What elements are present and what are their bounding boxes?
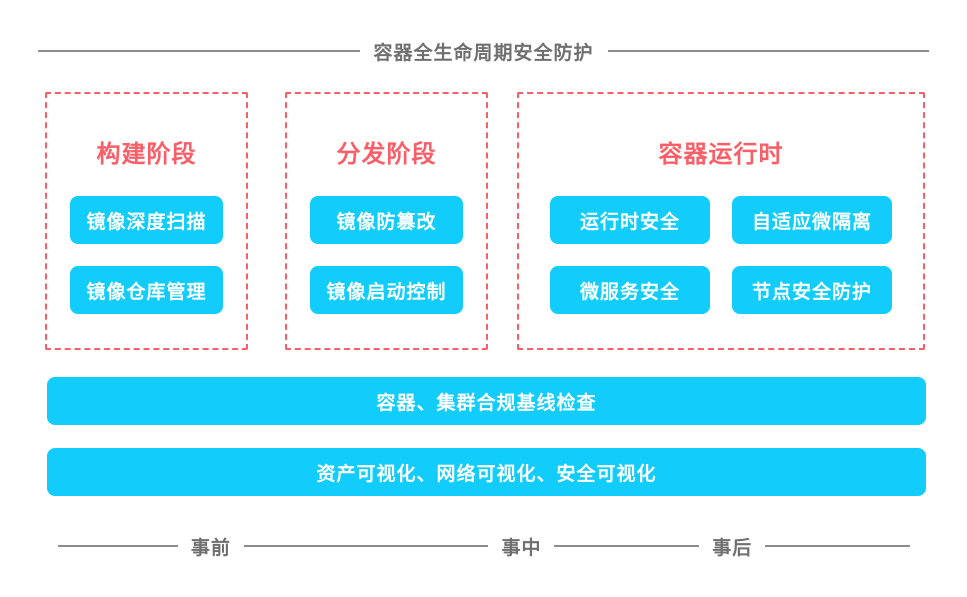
panel-build-items: 镜像深度扫描 镜像仓库管理	[47, 196, 246, 314]
title-rule-right	[607, 50, 930, 52]
timeline-rule-1	[58, 545, 178, 547]
title-rule-left	[38, 50, 360, 52]
feature-pill[interactable]: 镜像深度扫描	[70, 196, 223, 244]
panel-distribution-title: 分发阶段	[336, 141, 437, 168]
timeline-label-during: 事中	[501, 537, 542, 559]
panel-build-phase: 构建阶段 镜像深度扫描 镜像仓库管理	[45, 92, 248, 350]
timeline-rule-4	[765, 545, 910, 547]
feature-pill[interactable]: 节点安全防护	[732, 266, 892, 314]
feature-pill[interactable]: 镜像仓库管理	[70, 266, 223, 314]
phase-panels: 构建阶段 镜像深度扫描 镜像仓库管理 分发阶段 镜像防篡改 镜像启动控制 容器运…	[45, 92, 925, 350]
panel-runtime-items: 运行时安全 自适应微隔离 微服务安全 节点安全防护	[519, 196, 923, 314]
capability-bar-visualization[interactable]: 资产可视化、网络可视化、安全可视化	[47, 448, 926, 496]
feature-pill[interactable]: 微服务安全	[550, 266, 710, 314]
feature-pill[interactable]: 运行时安全	[550, 196, 710, 244]
panel-runtime-title: 容器运行时	[658, 141, 784, 168]
timeline-label-after: 事后	[712, 537, 753, 559]
capability-bar-compliance[interactable]: 容器、集群合规基线检查	[47, 377, 926, 425]
panel-distribution-phase: 分发阶段 镜像防篡改 镜像启动控制	[285, 92, 488, 350]
timeline-rule-3	[554, 545, 700, 547]
feature-pill[interactable]: 自适应微隔离	[732, 196, 892, 244]
page-title: 容器全生命周期安全防护	[373, 42, 594, 64]
feature-pill[interactable]: 镜像防篡改	[310, 196, 463, 244]
timeline-rule-2	[243, 545, 489, 547]
feature-pill[interactable]: 镜像启动控制	[310, 266, 463, 314]
timeline-label-before: 事前	[190, 537, 231, 559]
panel-distribution-items: 镜像防篡改 镜像启动控制	[287, 196, 486, 314]
panel-container-runtime: 容器运行时 运行时安全 自适应微隔离 微服务安全 节点安全防护	[517, 92, 925, 350]
panel-build-title: 构建阶段	[96, 141, 197, 168]
page-title-row: 容器全生命周期安全防护	[38, 38, 930, 64]
timeline: 事前 事中 事后	[58, 533, 910, 559]
